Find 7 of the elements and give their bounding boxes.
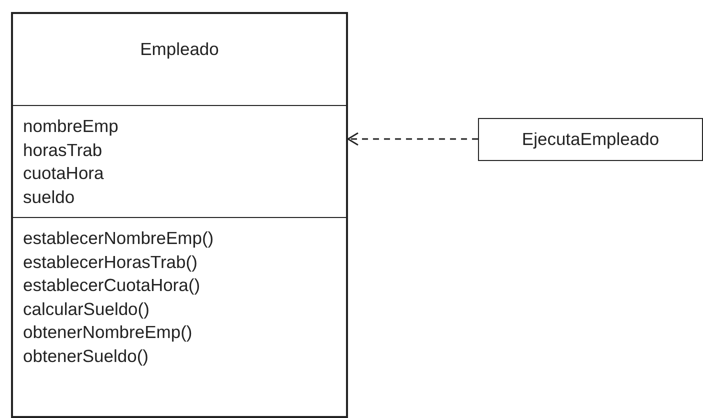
dependency-arrow	[347, 132, 478, 146]
method-list: establecerNombreEmp() establecerHorasTrab() establecerCuotaHora() calcularSueldo() obtenerNombreEmp() obtenerSueldo()	[23, 227, 214, 368]
class-box	[478, 118, 703, 161]
attribute-list: nombreEmp horasTrab cuotaHora sueldo	[23, 115, 118, 209]
class-name: Empleado	[140, 39, 219, 59]
class-box	[11, 12, 348, 418]
class-name: EjecutaEmpleado	[522, 129, 660, 150]
